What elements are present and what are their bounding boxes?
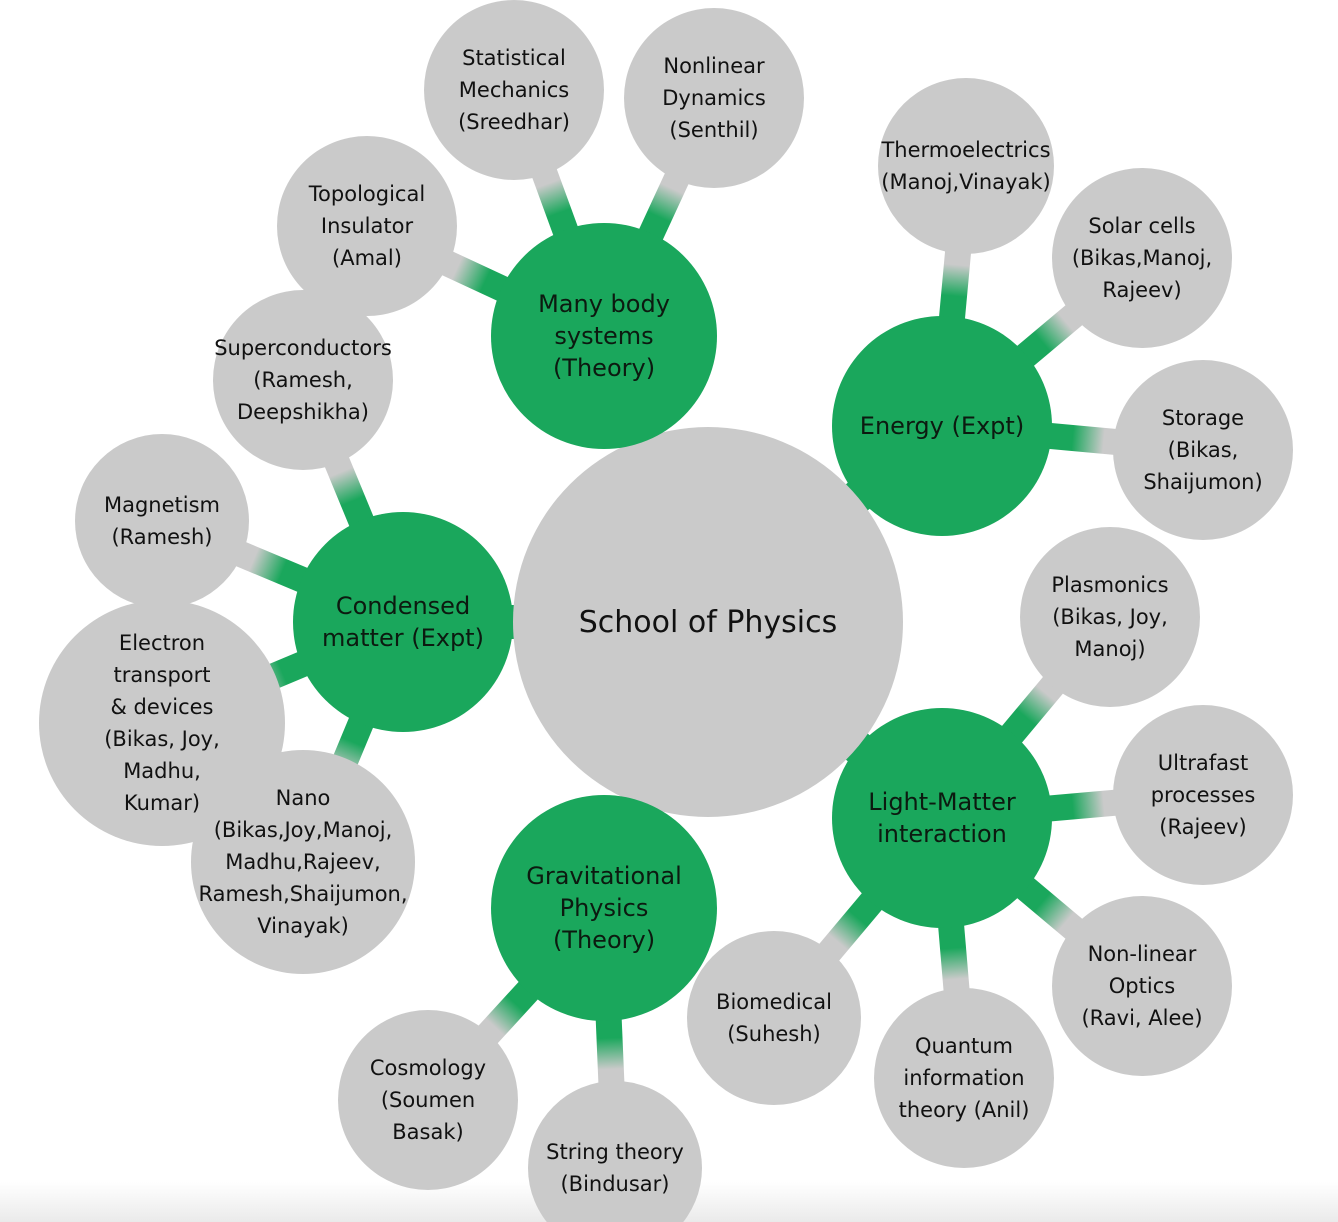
node-label-line: interaction <box>877 820 1007 848</box>
node-label-line: (Theory) <box>552 926 656 954</box>
node-label-line: (Ravi, Alee) <box>1081 1006 1203 1030</box>
node-label-line: Manoj) <box>1074 637 1146 661</box>
node-label-line: Biomedical <box>716 990 832 1014</box>
node-label-line: Nonlinear <box>663 54 765 78</box>
node-label-line: Quantum <box>914 1034 1014 1058</box>
leaf-node-magnetism: Magnetism (Ramesh) <box>75 434 249 608</box>
node-label-line: (Theory) <box>552 354 656 382</box>
node-label-line: Plasmonics <box>1051 573 1169 597</box>
node-label-line: processes <box>1150 783 1256 807</box>
node-label-line: Optics <box>1108 974 1176 998</box>
node-label-line: Madhu, <box>123 759 201 783</box>
node-label-line: String theory <box>546 1140 684 1164</box>
node-label-line: Ramesh,Shaijumon, <box>198 882 408 906</box>
leaf-node-biomedical: Biomedical (Suhesh) <box>687 931 861 1105</box>
leaf-node-thermoelectrics: Thermoelectrics (Manoj,Vinayak) <box>878 78 1054 254</box>
leaf-node-electron-transport: Electron transport & devices (Bikas, Joy, Ma… <box>39 600 285 846</box>
node-label-line: Magnetism <box>103 493 220 517</box>
node-label-line: Many body <box>538 290 670 318</box>
node-label-line: Thermoelectrics <box>881 138 1051 162</box>
leaf-node-nano: Nano (Bikas,Joy,Manoj, Madhu,Rajeev, Ramesh… <box>191 750 415 974</box>
node-label-line: Basak) <box>392 1120 464 1144</box>
node-label-line: Ultrafast <box>1157 751 1249 775</box>
node-label-line: School of Physics <box>578 604 838 640</box>
node-label-line: Gravitational <box>526 862 682 890</box>
node-label-line: (Ramesh, <box>253 368 353 392</box>
branch-node-energy: Energy (Expt) <box>832 316 1052 536</box>
node-label-line: Madhu,Rajeev, <box>225 850 381 874</box>
node-label-line: Deepshikha) <box>237 400 369 424</box>
node-label-line: Non-linear <box>1087 942 1197 966</box>
node-label-line: Rajeev) <box>1102 278 1182 302</box>
leaf-node-solar-cells: Solar cells (Bikas,Manoj, Rajeev) <box>1052 168 1232 348</box>
node-label-line: Energy (Expt) <box>859 412 1025 440</box>
node-label-line: Condensed <box>335 592 471 620</box>
node-label-line: (Ramesh) <box>111 525 213 549</box>
node-label-line: systems <box>554 322 654 350</box>
node-label-line: (Bikas,Joy,Manoj, <box>213 818 393 842</box>
node-label-line: Kumar) <box>123 791 201 815</box>
node-label-line: (Soumen <box>380 1088 476 1112</box>
node-label-line: (Bikas, Joy, <box>104 727 220 751</box>
node-label-line: Topological <box>308 182 426 206</box>
node-label-line: Storage <box>1161 406 1245 430</box>
node-label-line: Statistical <box>462 46 566 70</box>
node-label-line: & devices <box>110 695 214 719</box>
node-label-line: (Rajeev) <box>1159 815 1247 839</box>
leaf-node-superconductors: Superconductors (Ramesh, Deepshikha) <box>213 290 393 470</box>
node-label-line: (Amal) <box>332 246 402 270</box>
branch-node-condensed-matter: Condensed matter (Expt) <box>293 512 513 732</box>
node-label-line: theory (Anil) <box>898 1098 1030 1122</box>
node-label-line: (Bikas, <box>1167 438 1239 462</box>
node-label-line: Superconductors <box>214 336 392 360</box>
node-label-line: Nano <box>275 786 331 810</box>
branch-node-many-body: Many body systems (Theory) <box>491 223 717 449</box>
leaf-node-string-theory: String theory (Bindusar) <box>528 1081 702 1222</box>
node-label-line: (Manoj,Vinayak) <box>881 170 1051 194</box>
node-label-line: (Senthil) <box>669 118 759 142</box>
node-label-line: Cosmology <box>369 1056 487 1080</box>
node-label-line: (Bikas, Joy, <box>1052 605 1168 629</box>
node-label-line: Mechanics <box>458 78 570 102</box>
node-label-line: transport <box>113 663 211 687</box>
leaf-node-plasmonics: Plasmonics (Bikas, Joy, Manoj) <box>1020 527 1200 707</box>
leaf-node-quantum-information: Quantum information theory (Anil) <box>874 988 1054 1168</box>
node-label-line: Solar cells <box>1088 214 1196 238</box>
node-label-line: (Bikas,Manoj, <box>1071 246 1213 270</box>
leaf-node-storage: Storage (Bikas, Shaijumon) <box>1113 360 1293 540</box>
node-label-line: Shaijumon) <box>1143 470 1263 494</box>
node-label-line: (Bindusar) <box>560 1172 670 1196</box>
root-node-school-of-physics: School of Physics <box>513 427 903 817</box>
node-label-line: Electron <box>118 631 206 655</box>
node-label-line: matter (Expt) <box>322 624 484 652</box>
node-label-line: Light-Matter <box>868 788 1016 816</box>
node-label-line: (Suhesh) <box>727 1022 821 1046</box>
node-label-line: Dynamics <box>662 86 766 110</box>
node-label-line: Insulator <box>320 214 414 238</box>
node-label-line: information <box>903 1066 1025 1090</box>
branch-node-light-matter: Light-Matter interaction <box>832 708 1052 928</box>
leaf-node-ultrafast: Ultrafast processes (Rajeev) <box>1113 705 1293 885</box>
node-label-line: Physics <box>559 894 649 922</box>
node-label-line: (Sreedhar) <box>458 110 570 134</box>
node-label-line: Vinayak) <box>257 914 349 938</box>
